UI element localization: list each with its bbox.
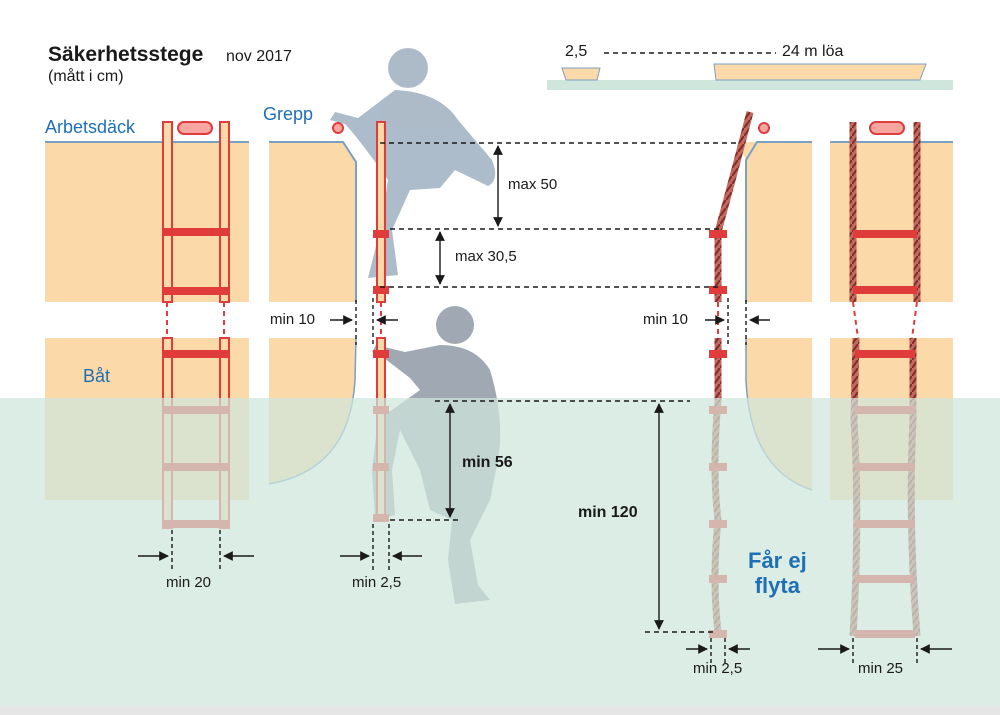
no-float-note: Får ej flyta	[748, 548, 807, 598]
dim-min25: min 25	[858, 660, 904, 677]
dim-min2-5-narrow: min 2,5	[352, 574, 402, 591]
diagram-title: Säkerhetsstege	[48, 43, 204, 66]
scale-boat-strip	[547, 52, 953, 90]
no-float-line1: Får ej	[748, 548, 807, 573]
dim-max50: max 50	[508, 176, 558, 193]
dim-min10-right: min 10	[643, 311, 689, 328]
dimension-lines	[138, 142, 952, 664]
diagram-date: nov 2017	[226, 48, 292, 65]
grip-label: Grepp	[263, 104, 314, 124]
dim-min10-left: min 10	[270, 311, 316, 328]
water-area	[0, 398, 1000, 706]
scale-large-label: 24 m löa	[782, 43, 844, 60]
dim-min120: min 120	[578, 504, 638, 521]
scale-small-label: 2,5	[565, 43, 588, 60]
boat-label: Båt	[83, 366, 111, 386]
dim-min56: min 56	[462, 454, 513, 471]
dim-min2-5-rope: min 2,5	[693, 660, 743, 677]
dim-max30: max 30,5	[455, 248, 517, 265]
diagram-subtitle: (mått i cm)	[48, 68, 124, 85]
bottom-bar	[0, 706, 1000, 715]
dim-min20: min 20	[166, 574, 212, 591]
climber-figure-top	[330, 48, 496, 278]
no-float-line2: flyta	[754, 573, 800, 598]
deck-label: Arbetsdäck	[45, 117, 136, 137]
